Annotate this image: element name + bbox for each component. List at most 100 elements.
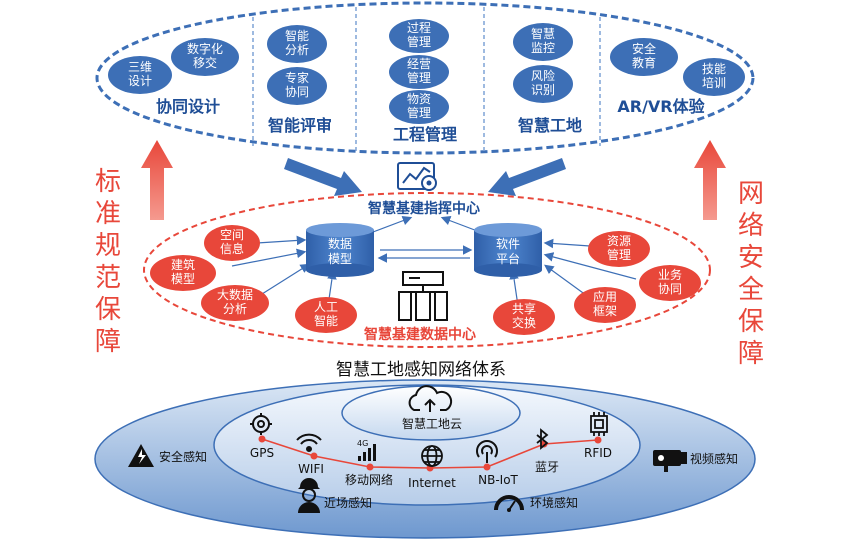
left-guarantee-label: 标 准 规 范 保 障 xyxy=(95,167,121,357)
bubble-text-3b: 分析 xyxy=(285,43,309,57)
bubble-text-4b: 协同 xyxy=(285,84,309,99)
bubble-share-exchange xyxy=(493,299,555,335)
bubble-risk-identify xyxy=(513,65,573,103)
net-label-gps: GPS xyxy=(250,446,274,460)
bubble-text-2b: 设计 xyxy=(128,74,152,88)
bubble-text-2a: 三维 xyxy=(128,60,152,74)
left-label-char-3: 规 xyxy=(95,231,121,261)
worker-helmet-icon xyxy=(298,478,320,513)
bubble-text-5a: 过程 xyxy=(407,20,431,35)
command-center-icon xyxy=(397,162,437,191)
arrow-left-to-command xyxy=(284,158,362,196)
red-text-2b: 模型 xyxy=(171,272,195,286)
red-text-5a: 资源 xyxy=(607,234,631,248)
cylinder-text-2b: 平台 xyxy=(496,251,520,266)
mobile-signal-icon xyxy=(358,444,376,461)
cylinder-text-1b: 模型 xyxy=(328,252,352,266)
red-text-8b: 交换 xyxy=(512,315,536,330)
safety-warning-icon xyxy=(128,444,154,467)
globe-icon xyxy=(421,445,443,467)
bubble-big-data xyxy=(201,285,269,321)
left-label-char-1: 标 xyxy=(95,167,121,197)
bubble-3d-design xyxy=(108,56,172,94)
bubble-text-9a: 风险 xyxy=(531,68,555,83)
bubble-text-9b: 识别 xyxy=(531,83,555,97)
cylinder-text-2a: 软件 xyxy=(496,237,520,251)
sense-label-near-field: 近场感知 xyxy=(324,495,372,510)
bubble-digital-handover xyxy=(171,38,239,76)
right-up-arrow xyxy=(694,140,726,220)
group-title-smart-review: 智能评审 xyxy=(268,116,332,135)
cylinder-text-1a: 数据 xyxy=(328,236,352,251)
bubble-resource-mgmt xyxy=(588,231,650,267)
left-label-char-6: 障 xyxy=(95,327,121,357)
right-label-char-5: 保 xyxy=(738,307,764,337)
bubble-text-8a: 智慧 xyxy=(531,26,555,41)
signal-4g-label: 4G xyxy=(357,439,368,448)
bubble-text-7a: 物资 xyxy=(407,92,431,106)
bubble-material-mgmt xyxy=(389,90,449,124)
right-label-char-4: 全 xyxy=(738,275,764,305)
data-center-title: 智慧基建数据中心 xyxy=(363,326,476,343)
cloud-upload-icon xyxy=(408,385,453,412)
nb-iot-icon xyxy=(476,440,498,463)
wifi-icon xyxy=(296,433,322,452)
bubble-building-model xyxy=(150,255,216,291)
bubble-text-1b: 移交 xyxy=(193,55,217,70)
gauge-icon xyxy=(494,495,524,512)
red-text-2a: 建筑 xyxy=(171,257,195,272)
red-text-3b: 分析 xyxy=(223,302,247,316)
bubble-business-collab xyxy=(639,265,701,301)
right-label-char-3: 安 xyxy=(738,243,764,273)
command-center-title: 智慧基建指挥中心 xyxy=(367,200,480,217)
bubble-text-7b: 管理 xyxy=(407,105,431,120)
red-text-7b: 框架 xyxy=(593,304,617,318)
perception-network-title: 智慧工地感知网络体系 xyxy=(336,360,506,380)
net-label-internet: Internet xyxy=(408,476,456,490)
bubble-skill-training xyxy=(683,58,745,96)
network-nodes xyxy=(258,435,602,472)
bottom-inner-ellipse xyxy=(213,384,641,506)
red-text-6b: 协同 xyxy=(658,281,682,296)
software-platform-cylinder xyxy=(474,223,542,277)
sense-label-environment: 环境感知 xyxy=(530,495,578,510)
red-text-4b: 智能 xyxy=(314,313,338,328)
data-model-cylinder xyxy=(306,223,374,277)
cloud-ellipse xyxy=(341,385,521,441)
net-label-bluetooth: 蓝牙 xyxy=(535,460,559,474)
bubble-smart-monitor xyxy=(513,23,573,61)
red-text-6a: 业务 xyxy=(658,267,682,282)
bubble-text-10a: 安全 xyxy=(632,41,656,56)
bubble-text-11a: 技能 xyxy=(702,62,726,76)
bubble-text-1a: 数字化 xyxy=(187,41,223,56)
red-text-5b: 管理 xyxy=(607,247,631,262)
bubble-app-framework xyxy=(574,287,636,323)
gps-target-icon xyxy=(250,413,272,435)
bubble-expert-collab xyxy=(267,67,327,105)
right-label-char-2: 络 xyxy=(738,211,764,241)
bubble-smart-analysis xyxy=(267,25,327,63)
bubble-text-11b: 培训 xyxy=(702,75,726,90)
sense-label-safety: 安全感知 xyxy=(159,449,207,464)
sense-label-video: 视频感知 xyxy=(690,451,738,466)
middle-ellipse xyxy=(143,192,711,348)
server-icon xyxy=(398,271,448,321)
right-guarantee-label: 网 络 安 全 保 障 xyxy=(738,179,764,369)
red-text-1b: 信息 xyxy=(220,241,244,256)
bubble-text-6b: 管理 xyxy=(407,70,431,85)
connector-arrows xyxy=(231,216,637,307)
right-label-char-1: 网 xyxy=(738,179,764,209)
net-label-mobile: 移动网络 xyxy=(345,472,393,487)
bubble-text-5b: 管理 xyxy=(407,34,431,49)
group-title-collab-design: 协同设计 xyxy=(156,97,220,116)
bubble-ai xyxy=(295,297,357,333)
left-label-char-4: 范 xyxy=(95,263,121,293)
bubble-process-mgmt xyxy=(389,19,449,53)
right-label-char-6: 障 xyxy=(738,339,764,369)
net-label-wifi: WIFI xyxy=(298,462,324,476)
left-label-char-5: 保 xyxy=(95,295,121,325)
bubble-text-6a: 经营 xyxy=(407,57,431,71)
bubble-business-mgmt xyxy=(389,55,449,89)
bubble-spatial-info xyxy=(204,225,260,261)
